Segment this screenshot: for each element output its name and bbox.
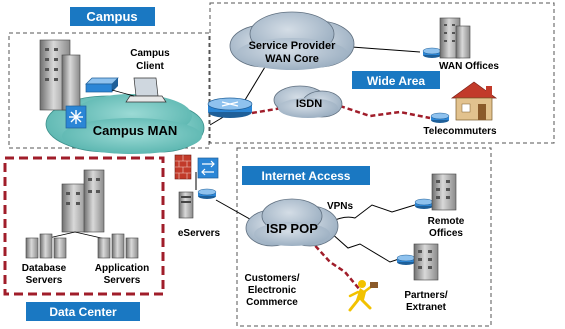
customers-label-line3: Commerce (246, 297, 298, 308)
data-center-building-icon (61, 169, 105, 233)
svg-text:Campus: Campus (86, 9, 137, 24)
vpns-label: VPNs (327, 201, 354, 212)
svg-text:Wide Area: Wide Area (367, 74, 425, 88)
isp-pop-cloud: ISP POP (245, 198, 339, 247)
application-servers-label-line1: Application (95, 263, 149, 274)
wan-offices-label: WAN Offices (439, 61, 499, 72)
isdn-label: ISDN (296, 98, 322, 110)
campus-client-label-line2: Client (136, 61, 164, 72)
dial-links (251, 104, 431, 291)
wan-offices-building-icon (439, 17, 471, 59)
edge-router-icon (207, 97, 253, 118)
partners-building-icon (413, 243, 439, 281)
campus-man-label: Campus MAN (93, 123, 178, 138)
application-servers-label-line2: Servers (104, 275, 141, 286)
eservers-label: eServers (178, 228, 221, 239)
wide-area-zone-border (209, 2, 555, 144)
wan-offices-router-icon (422, 47, 442, 58)
sp-wan-label-line2: WAN Core (265, 53, 319, 65)
internet-zone-border (236, 147, 492, 327)
database-servers-label-line2: Servers (26, 275, 63, 286)
customer-person-icon (348, 280, 378, 312)
service-provider-wan-cloud: Service Provider WAN Core (229, 11, 355, 70)
isdn-cloud: ISDN (273, 85, 343, 118)
svg-text:Internet Access: Internet Access (262, 169, 351, 183)
customers-label-line1: Customers/ (244, 273, 299, 284)
eservers-router-icon (197, 188, 217, 199)
partners-label-line2: Extranet (406, 302, 447, 313)
telecommuters-label: Telecommuters (423, 126, 497, 137)
link-isp-partners (329, 231, 403, 263)
laptop-icon (125, 77, 167, 103)
campus-building-icon (39, 39, 81, 111)
data-center-zone-border (3, 156, 165, 296)
partners-router-icon (396, 254, 416, 265)
eservers-server-icon (178, 191, 194, 219)
remote-offices-label-line2: Offices (429, 228, 463, 239)
isp-pop-label: ISP POP (266, 221, 318, 236)
campus-switch-icon (85, 77, 119, 93)
link-eservers-isp (215, 199, 256, 223)
remote-offices-label-line1: Remote (428, 216, 465, 227)
link-isdn-telecommuters (339, 104, 431, 120)
house-icon (450, 81, 498, 121)
customers-label-line2: Electronic (248, 285, 297, 296)
svg-text:Data Center: Data Center (49, 305, 117, 319)
remote-offices-router-icon (414, 198, 434, 209)
database-servers-icon (25, 233, 67, 259)
telecommuter-router-icon (430, 112, 450, 123)
link-isp-customers (309, 239, 361, 291)
database-servers-label-line1: Database (22, 263, 67, 274)
link-switch-laptop (111, 89, 135, 97)
campus-zone-label: Campus (70, 7, 155, 26)
remote-offices-building-icon (431, 173, 457, 211)
campus-router-star-icon (65, 105, 87, 129)
link-router-isdn (251, 106, 283, 115)
wide-area-zone-label: Wide Area (352, 71, 440, 89)
application-servers-icon (97, 233, 139, 259)
links (195, 44, 421, 263)
link-router-wan (244, 61, 269, 101)
campus-client-label-line1: Campus (130, 48, 170, 59)
partners-label-line1: Partners/ (404, 290, 448, 301)
content-switch-icon (197, 157, 219, 179)
data-center-zone-label: Data Center (26, 302, 140, 321)
firewall-icon (174, 154, 192, 180)
sp-wan-label-line1: Service Provider (249, 40, 337, 52)
internet-access-zone-label: Internet Access (242, 166, 370, 185)
